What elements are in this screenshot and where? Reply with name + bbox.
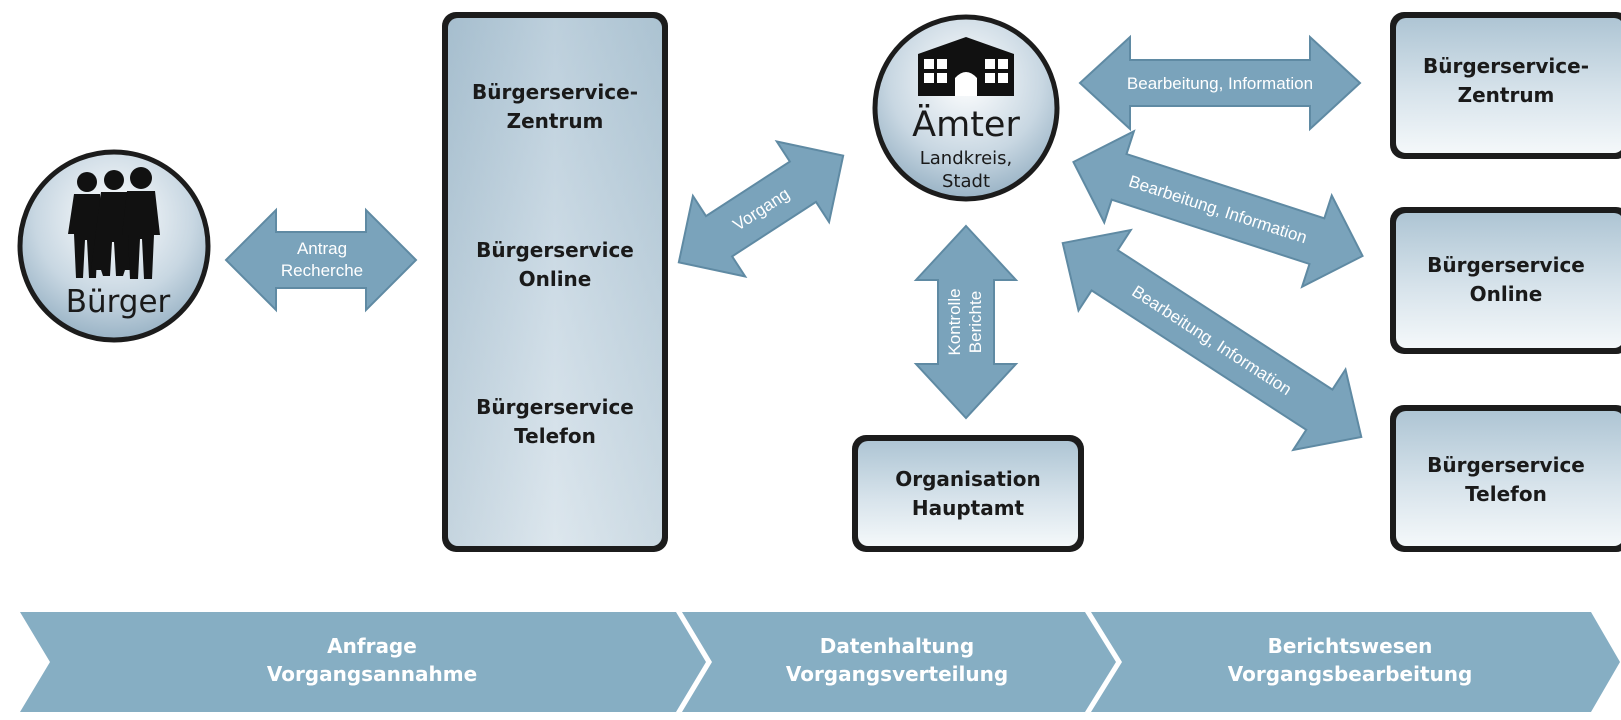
arrow-antrag-line2: Recherche (281, 261, 363, 280)
organisation-line1: Organisation (895, 467, 1041, 491)
column-item1-line2: Zentrum (507, 109, 604, 133)
process-step-3-line2: Vorgangsbearbeitung (1228, 662, 1473, 686)
buerger-node: Bürger (17, 149, 211, 343)
arrow-info-3-label: Bearbeitung, Information (1128, 282, 1294, 399)
process-step-1-line2: Vorgangsannahme (267, 662, 477, 686)
aemter-node: Ämter Landkreis, Stadt (872, 14, 1060, 202)
right-box3-line2: Telefon (1465, 482, 1547, 506)
arrow-info-1-label: Bearbeitung, Information (1127, 74, 1313, 93)
right-box3-line1: Bürgerservice (1427, 453, 1585, 477)
arrow-kontrolle-line1: Kontrolle (945, 288, 964, 355)
organisation-box: Organisation Hauptamt (852, 435, 1084, 552)
right-box-online: Bürgerservice Online (1390, 207, 1621, 354)
column-item3-line1: Bürgerservice (476, 395, 634, 419)
column-item2-line1: Bürgerservice (476, 238, 634, 262)
arrow-kontrolle-line2: Berichte (966, 291, 985, 353)
right-box2-line2: Online (1470, 282, 1543, 306)
process-step-3: Berichtswesen Vorgangsbearbeitung (1091, 612, 1620, 712)
right-box-telefon: Bürgerservice Telefon (1390, 405, 1621, 552)
arrow-antrag-line1: Antrag (297, 239, 347, 258)
right-box1-line1: Bürgerservice- (1423, 54, 1589, 78)
right-box1-line2: Zentrum (1458, 83, 1555, 107)
column-item2-line2: Online (519, 267, 592, 291)
process-step-3-line1: Berichtswesen (1268, 634, 1433, 658)
aemter-line2: Stadt (942, 171, 990, 192)
people-icon (68, 167, 160, 279)
process-step-1-line1: Anfrage (327, 634, 417, 658)
aemter-title: Ämter (912, 103, 1020, 145)
building-icon (918, 37, 1014, 96)
arrow-info-1: Bearbeitung, Information (1078, 34, 1362, 132)
process-step-2: Datenhaltung Vorgangsverteilung (682, 612, 1116, 712)
buerger-label: Bürger (66, 284, 171, 320)
right-box2-line1: Bürgerservice (1427, 253, 1585, 277)
process-step-1: Anfrage Vorgangsannahme (20, 612, 706, 712)
arrow-kontrolle-berichte: Kontrolle Berichte (913, 224, 1019, 420)
process-step-2-line1: Datenhaltung (820, 634, 974, 658)
arrow-vorgang: Vorgang (677, 140, 845, 278)
right-box-zentrum: Bürgerservice- Zentrum (1390, 12, 1621, 159)
service-column: Bürgerservice- Zentrum Bürgerservice Onl… (442, 12, 668, 552)
process-step-2-line2: Vorgangsverteilung (786, 662, 1008, 686)
organisation-line2: Hauptamt (912, 496, 1025, 520)
column-item3-line2: Telefon (514, 424, 596, 448)
arrow-antrag-recherche: Antrag Recherche (224, 207, 418, 313)
column-item1-line1: Bürgerservice- (472, 80, 638, 104)
aemter-line1: Landkreis, (920, 148, 1013, 169)
process-bar: Anfrage Vorgangsannahme Datenhaltung Vor… (20, 612, 1620, 712)
